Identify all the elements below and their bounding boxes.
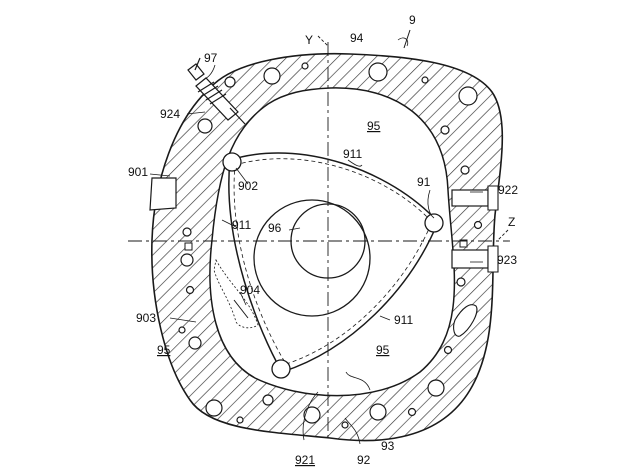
label-903: 903 [136,311,156,325]
label-94: 94 [350,31,364,45]
rotor-91 [222,152,444,379]
shaft-96 [290,203,366,279]
label-97: 97 [204,51,218,65]
label-92: 92 [357,453,371,467]
coolant-slot [453,304,478,337]
center-axes [128,42,510,440]
label-923: 923 [497,253,517,267]
label-902: 902 [238,179,258,193]
label-axis-z: Z [508,215,515,229]
apex-seal-91 [424,213,444,233]
label-95-top: 95 [367,119,381,133]
label-901: 901 [128,165,148,179]
rotor-gear-circle [253,199,371,317]
injector-97 [187,57,246,125]
recess-904 [213,258,259,329]
apex-seal-bottom [271,359,291,379]
label-axis-y: Y [305,33,313,47]
housing [149,52,504,442]
label-921: 921 [295,453,315,467]
label-91: 91 [417,175,431,189]
trochoid-chamber [209,87,456,397]
label-911-bottom: 911 [394,313,413,327]
port-923 [451,249,489,269]
apex-seal-902 [222,152,242,172]
label-922: 922 [498,183,518,197]
bolt-holes [178,62,483,429]
label-924: 924 [160,107,180,121]
label-96: 96 [268,221,282,235]
figure-number: 9 [409,13,416,27]
labels: 9 94 Y 97 924 95 911 91 901 902 922 96 9… [128,13,518,467]
label-911-left: 911 [232,218,251,232]
label-911-top: 911 [343,147,362,161]
leader-lines [149,37,483,445]
label-95-left: 95 [157,343,171,357]
label-93: 93 [381,439,395,453]
label-95-center: 95 [376,343,390,357]
port-block-901 [149,177,177,211]
label-904: 904 [240,283,260,297]
